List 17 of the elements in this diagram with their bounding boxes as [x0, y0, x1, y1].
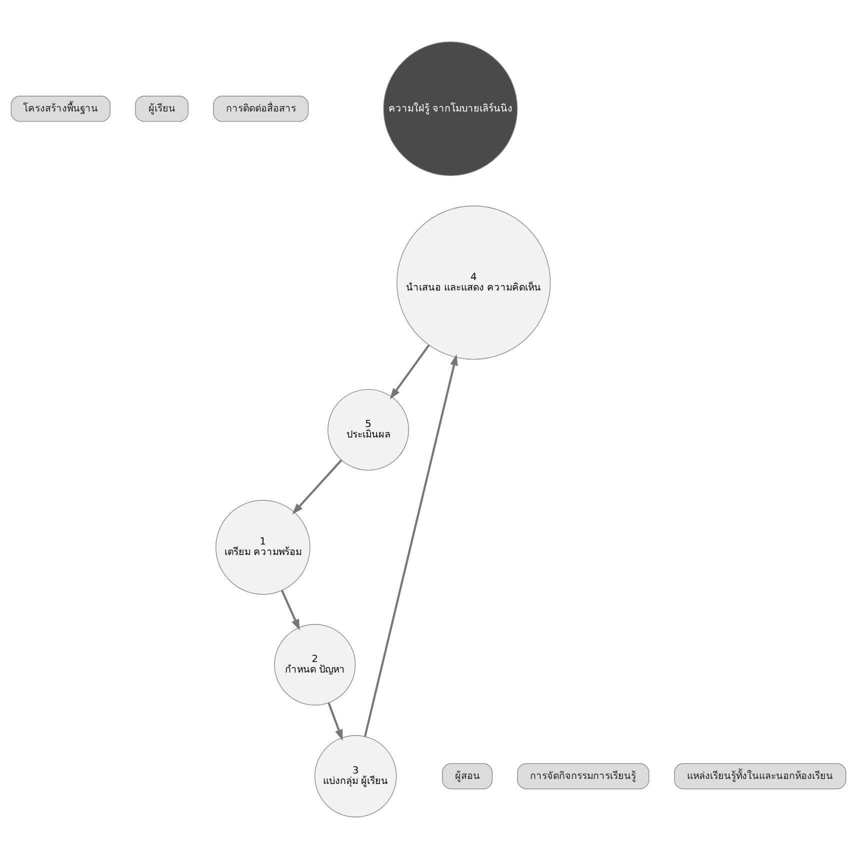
node-box: การจัดกิจกรรมการเรียนรู้: [517, 762, 650, 789]
arrow: [292, 458, 342, 514]
node-circle: 4 นำเสนอ และแสดง ความคิดเห็น: [396, 205, 551, 360]
arrow: [364, 354, 458, 736]
node-circle: 3 แบ่งกลุ่ม ผู้เรียน: [314, 734, 397, 817]
node-circle: ความใฝ่รู้ จากโมบายเลิร์นนิง: [383, 41, 518, 176]
arrow: [390, 344, 430, 399]
node-box: การติดต่อสื่อสาร: [213, 95, 309, 122]
node-box: แหล่งเรียนรู้ทั้งในและนอกห้องเรียน: [674, 762, 846, 789]
arrow: [280, 589, 300, 630]
node-circle: 1 เตรียม ความพร้อม: [216, 499, 310, 594]
node-circle: 5 ประเมินผล: [328, 388, 410, 470]
node-box: โครงสร้างพื้นฐาน: [10, 95, 111, 122]
node-box: ผู้สอน: [442, 762, 493, 789]
arrow: [328, 702, 343, 740]
node-box: ผู้เรียน: [135, 95, 188, 122]
node-circle: 2 กำหนด ปัญหา: [274, 624, 356, 705]
